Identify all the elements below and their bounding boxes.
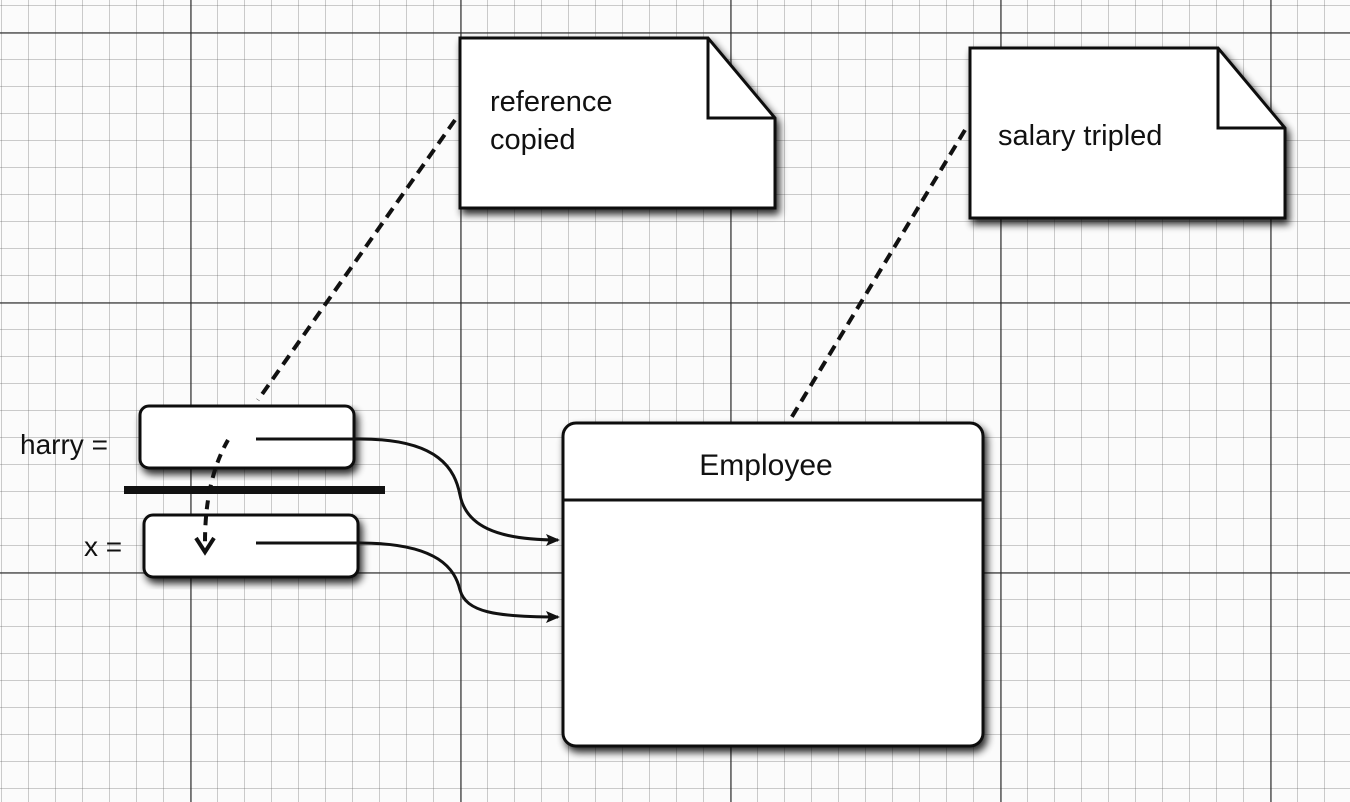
- note-salary-tripled-line1: salary tripled: [998, 120, 1162, 152]
- note-reference-copied: [458, 36, 777, 210]
- note-connector-salary-tripled: [788, 128, 967, 422]
- reference-arrow-harry: [256, 437, 560, 546]
- variable-label-harry: harry =: [20, 429, 108, 460]
- note-reference-copied-line2: copied: [490, 124, 575, 156]
- method-boundary-bar: [124, 486, 385, 494]
- note-connector-reference-copied: [256, 118, 457, 402]
- copy-arrow-head: [194, 536, 216, 556]
- note-salary-tripled: [968, 46, 1287, 220]
- variable-box-harry: [138, 404, 356, 470]
- copy-arrow: [203, 439, 230, 543]
- reference-arrow-x: [256, 541, 560, 623]
- employee-class-name: Employee: [699, 449, 832, 482]
- variable-label-x: x =: [84, 531, 122, 562]
- employee-object-box: [561, 421, 985, 748]
- note-reference-copied-line1: reference: [490, 86, 613, 118]
- variable-box-x: [142, 513, 360, 579]
